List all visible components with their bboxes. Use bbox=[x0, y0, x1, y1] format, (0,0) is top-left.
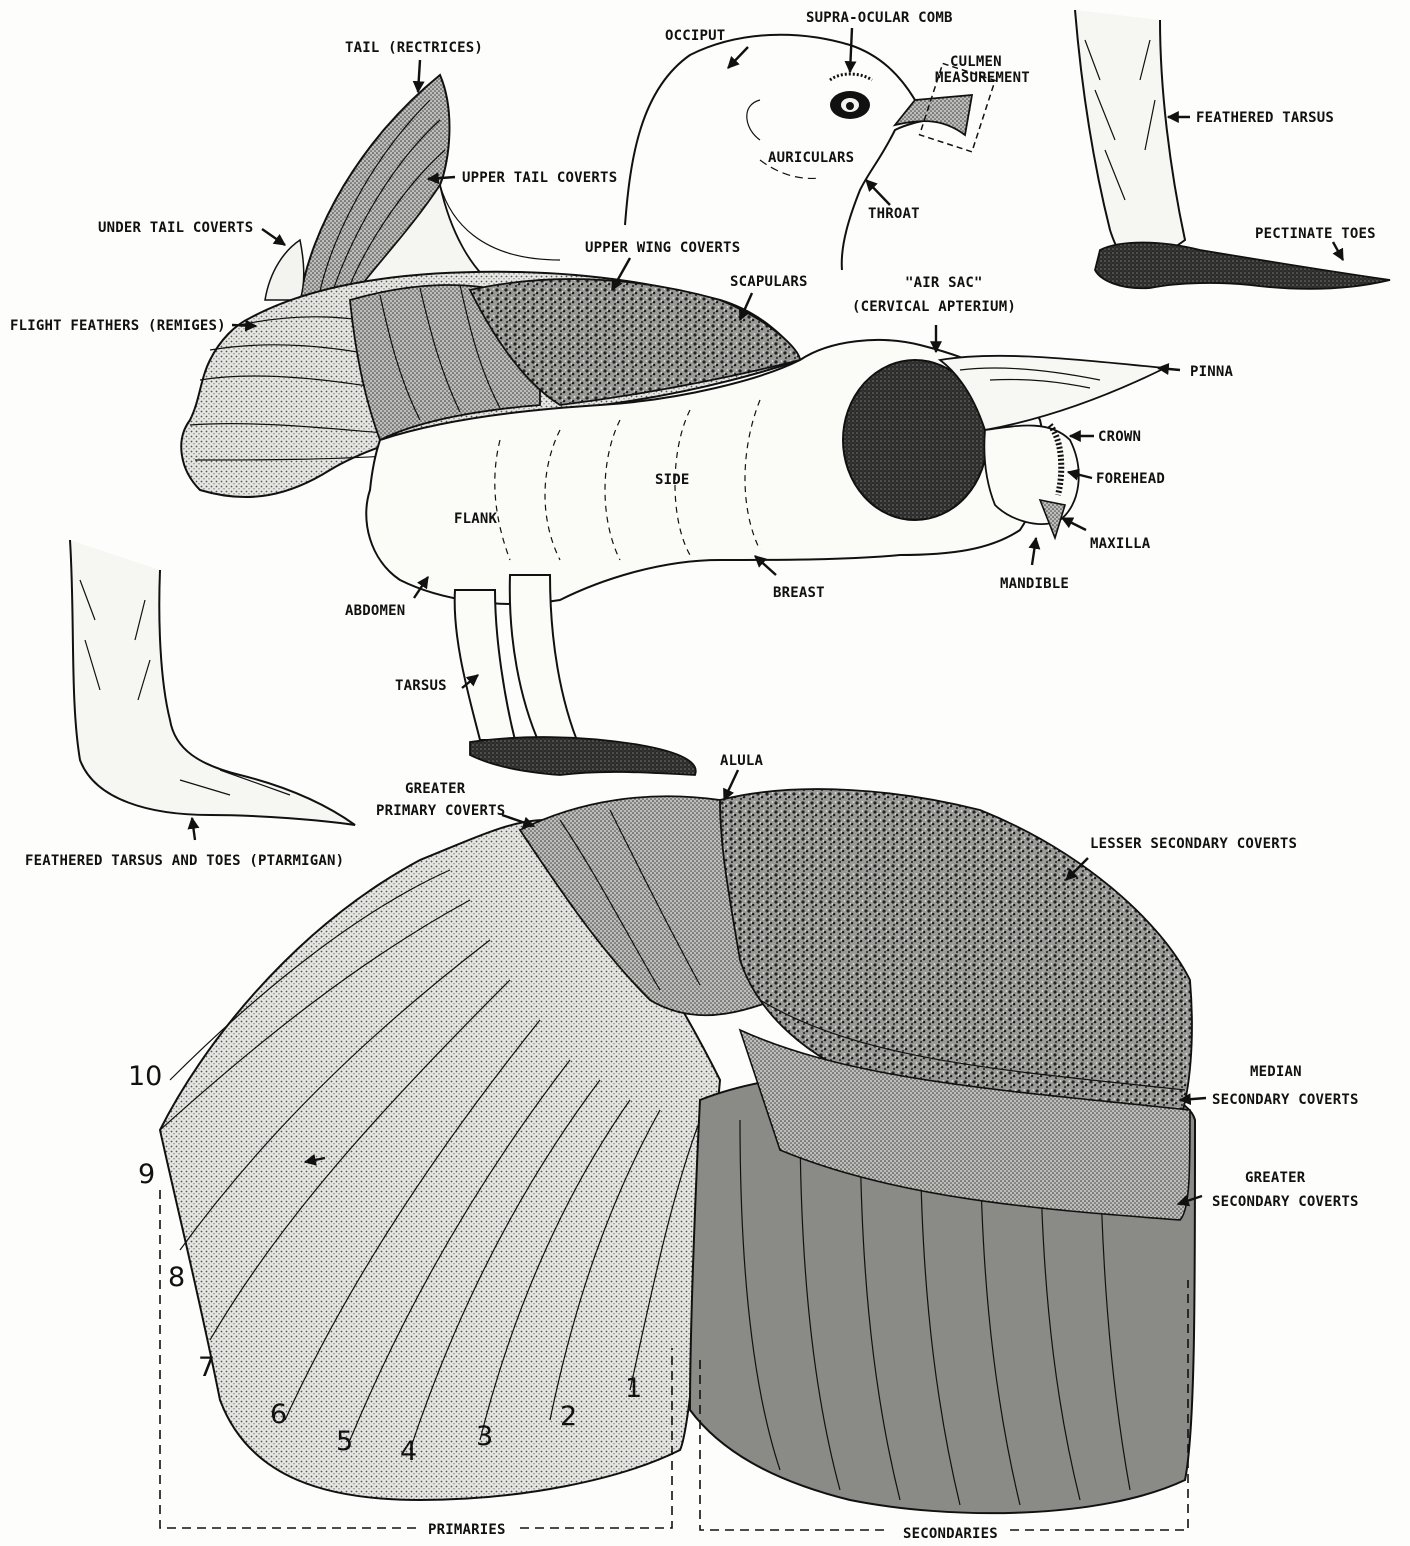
label-lesser-secondary-coverts: LESSER SECONDARY COVERTS bbox=[1090, 836, 1297, 852]
label-primaries: PRIMARIES bbox=[428, 1522, 506, 1538]
label-pinna: PINNA bbox=[1190, 364, 1234, 380]
label-greater-primary-coverts-line1: GREATER bbox=[405, 781, 466, 797]
primary-number: 3 bbox=[476, 1421, 493, 1452]
label-upper-tail-coverts: UPPER TAIL COVERTS bbox=[462, 170, 617, 186]
label-auriculars: AURICULARS bbox=[768, 150, 854, 166]
ptarmigan-foot-illustration bbox=[70, 540, 355, 825]
label-greater-secondary-coverts-line2: SECONDARY COVERTS bbox=[1212, 1194, 1359, 1210]
label-greater-primary-coverts-line2: PRIMARY COVERTS bbox=[376, 803, 505, 819]
label-supra-ocular-comb: SUPRA-OCULAR COMB bbox=[806, 10, 953, 26]
label-culmen-line1: CULMEN bbox=[950, 54, 1002, 70]
air-sac-head-illustration bbox=[843, 356, 1165, 538]
label-tarsus: TARSUS bbox=[395, 678, 447, 694]
label-crown: CROWN bbox=[1098, 429, 1141, 445]
label-secondaries: SECONDARIES bbox=[903, 1526, 998, 1542]
label-culmen-line2: MEASUREMENT bbox=[935, 70, 1030, 86]
primary-number: 10 bbox=[128, 1061, 162, 1092]
label-flank: FLANK bbox=[454, 511, 498, 527]
primary-number: 1 bbox=[625, 1373, 642, 1404]
label-scapulars: SCAPULARS bbox=[730, 274, 808, 290]
label-median-secondary-coverts-line2: SECONDARY COVERTS bbox=[1212, 1092, 1359, 1108]
label-air-sac-line2: (CERVICAL APTERIUM) bbox=[852, 299, 1016, 315]
primary-number: 8 bbox=[168, 1262, 185, 1293]
label-abdomen: ABDOMEN bbox=[345, 603, 405, 619]
label-air-sac-line1: "AIR SAC" bbox=[905, 275, 983, 291]
label-flight-feathers: FLIGHT FEATHERS (REMIGES) bbox=[10, 318, 226, 334]
label-upper-wing-coverts: UPPER WING COVERTS bbox=[585, 240, 740, 256]
label-ptarmigan-feet: FEATHERED TARSUS AND TOES (PTARMIGAN) bbox=[25, 853, 344, 869]
primary-number: 9 bbox=[138, 1159, 155, 1190]
label-alula: ALULA bbox=[720, 753, 764, 769]
label-maxilla: MAXILLA bbox=[1090, 536, 1151, 552]
primary-number: 4 bbox=[400, 1436, 417, 1467]
label-under-tail-coverts: UNDER TAIL COVERTS bbox=[98, 220, 253, 236]
primary-number: 6 bbox=[270, 1399, 287, 1430]
primary-number: 2 bbox=[560, 1401, 577, 1432]
label-throat: THROAT bbox=[868, 206, 920, 222]
primary-number: 7 bbox=[198, 1352, 215, 1383]
label-breast: BREAST bbox=[773, 585, 825, 601]
label-side: SIDE bbox=[655, 472, 690, 488]
label-median-secondary-coverts-line1: MEDIAN bbox=[1250, 1064, 1302, 1080]
label-tail-rectrices: TAIL (RECTRICES) bbox=[345, 40, 483, 56]
feathered-tarsus-foot-illustration bbox=[1075, 10, 1390, 289]
label-pectinate-toes: PECTINATE TOES bbox=[1255, 226, 1376, 242]
tail-illustration bbox=[265, 75, 560, 300]
label-greater-secondary-coverts-line1: GREATER bbox=[1245, 1170, 1306, 1186]
spread-wing-illustration bbox=[160, 789, 1195, 1513]
label-occiput: OCCIPUT bbox=[665, 28, 725, 44]
label-feathered-tarsus: FEATHERED TARSUS bbox=[1196, 110, 1334, 126]
label-forehead: FOREHEAD bbox=[1096, 471, 1165, 487]
label-mandible: MANDIBLE bbox=[1000, 576, 1069, 592]
primary-number: 5 bbox=[336, 1426, 353, 1457]
